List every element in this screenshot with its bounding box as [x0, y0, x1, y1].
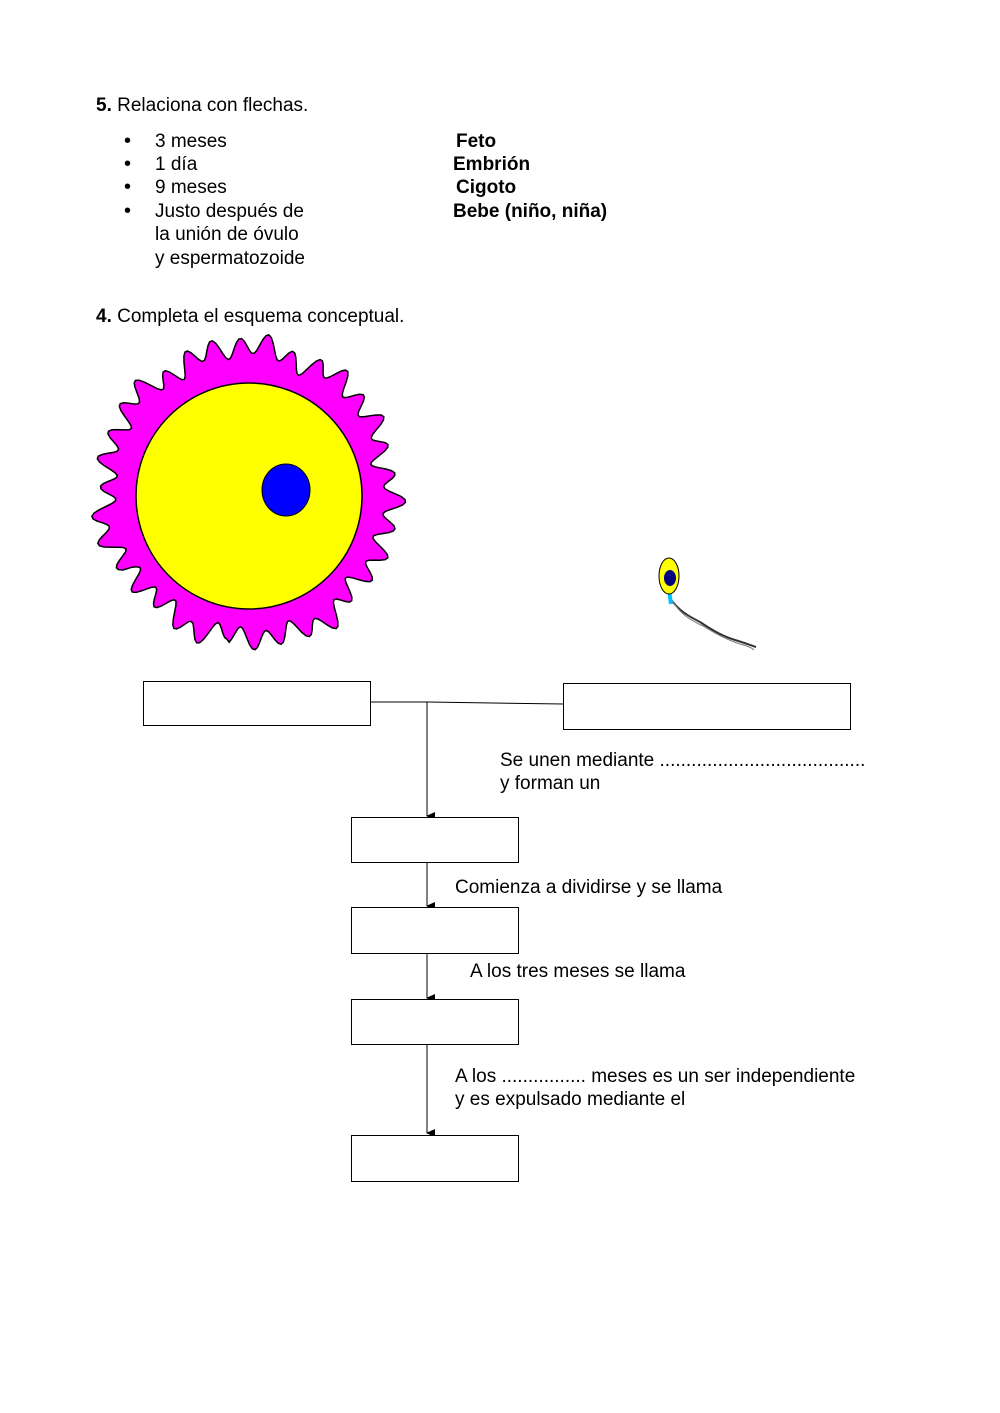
sperm-tail-shadow — [671, 599, 755, 651]
answer-box-ovum[interactable] — [143, 681, 371, 726]
bullet: • — [124, 200, 132, 222]
q4-heading: 4. Completa el esquema conceptual. — [96, 306, 404, 328]
label-join-line1: Se unen mediante .......................… — [500, 750, 866, 771]
list-item-continuation: la unión de óvulo — [155, 224, 299, 245]
term-cigoto: Cigoto — [456, 177, 517, 198]
answer-box-sperm[interactable] — [563, 683, 851, 730]
connector-right — [426, 701, 564, 705]
q5-number: 5. — [96, 95, 112, 116]
answer-box-birth[interactable] — [351, 1135, 519, 1182]
bullet: • — [124, 153, 132, 175]
answer-box-embryo[interactable] — [351, 907, 519, 954]
term-bebe: Bebe (niño, niña) — [453, 201, 608, 222]
label-join-line2: y forman un — [500, 773, 601, 794]
sperm-tail — [669, 597, 757, 648]
list-item: 1 día — [155, 154, 198, 175]
label-birth-line1: A los ................ meses es un ser i… — [455, 1066, 856, 1087]
ovum-cytoplasm — [135, 382, 363, 610]
q5-title: Relaciona con flechas. — [117, 95, 309, 116]
answer-box-zygote[interactable] — [351, 817, 519, 863]
list-item: Justo después de — [155, 201, 304, 222]
q5-heading: 5. Relaciona con flechas. — [96, 95, 308, 117]
label-divide: Comienza a dividirse y se llama — [455, 877, 723, 898]
answer-box-fetus[interactable] — [351, 999, 519, 1045]
ovum-nucleus — [261, 463, 311, 517]
flow-connectors — [370, 701, 564, 1137]
sperm-nucleus — [664, 570, 676, 586]
bullet: • — [124, 176, 132, 198]
q4-title: Completa el esquema conceptual. — [117, 306, 405, 327]
label-birth-line2: y es expulsado mediante el — [455, 1089, 686, 1110]
term-embrion: Embrión — [453, 154, 531, 175]
sperm-illustration — [658, 557, 757, 651]
list-item-continuation: y espermatozoide — [155, 248, 305, 269]
list-item: 3 meses — [155, 131, 227, 152]
term-feto: Feto — [456, 131, 497, 152]
q4-number: 4. — [96, 306, 112, 327]
ovum-illustration — [91, 334, 407, 651]
list-item: 9 meses — [155, 177, 227, 198]
label-three-months: A los tres meses se llama — [470, 961, 686, 982]
bullet: • — [124, 130, 132, 152]
